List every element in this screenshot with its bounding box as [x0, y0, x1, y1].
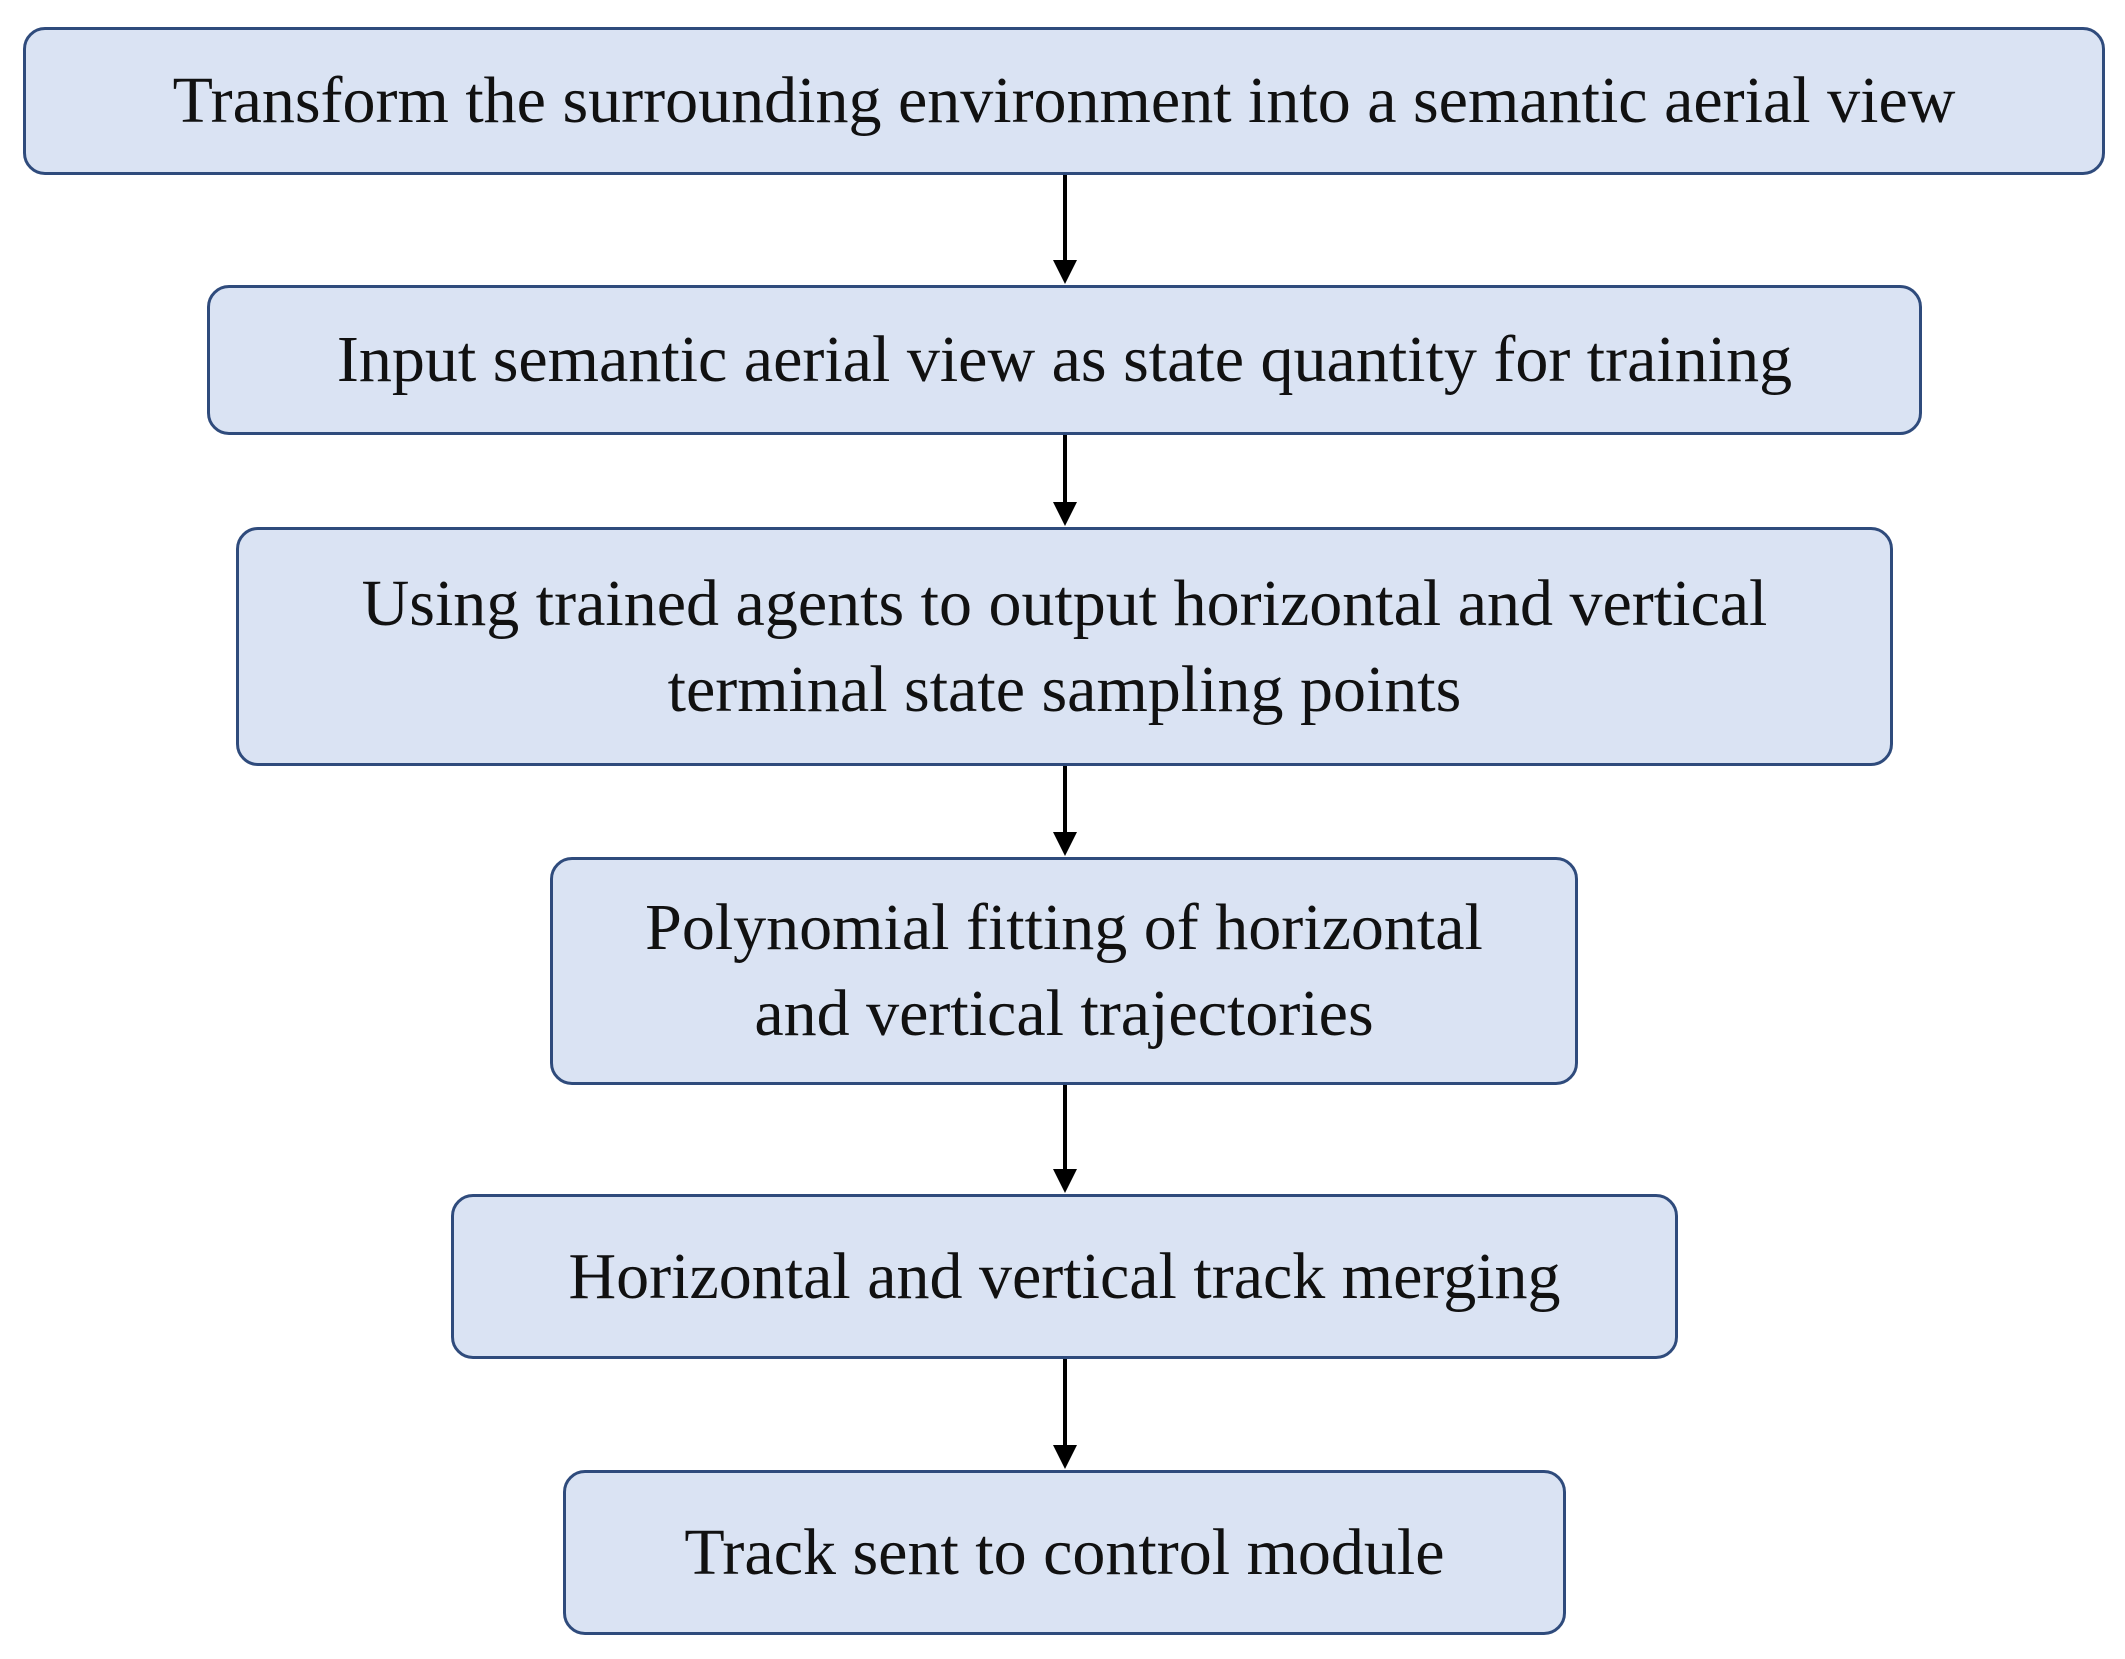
- step-2-text: Input semantic aerial view as state quan…: [336, 323, 1793, 397]
- arrow-5-6-head: [1053, 1445, 1077, 1469]
- step-5-text: Horizontal and vertical track merging: [568, 1239, 1561, 1313]
- arrow-1-2-head: [1053, 260, 1077, 284]
- arrow-4-5-head: [1053, 1169, 1077, 1193]
- step-3-text: Using trained agents to output horizonta…: [361, 566, 1768, 726]
- step-3-box: Using trained agents to output horizonta…: [236, 527, 1893, 766]
- step-1-text: Transform the surrounding environment in…: [172, 64, 1956, 138]
- arrow-3-4-head: [1053, 832, 1077, 856]
- step-5-box: Horizontal and vertical track merging: [451, 1194, 1678, 1359]
- step-6-box: Track sent to control module: [563, 1470, 1566, 1635]
- step-6-text: Track sent to control module: [684, 1515, 1445, 1589]
- step-4-text: Polynomial fitting of horizontal and ver…: [645, 891, 1483, 1050]
- arrow-2-3-head: [1053, 502, 1077, 526]
- step-1-box: Transform the surrounding environment in…: [23, 27, 2105, 175]
- step-2-box: Input semantic aerial view as state quan…: [207, 285, 1922, 435]
- step-4-box: Polynomial fitting of horizontal and ver…: [550, 857, 1578, 1085]
